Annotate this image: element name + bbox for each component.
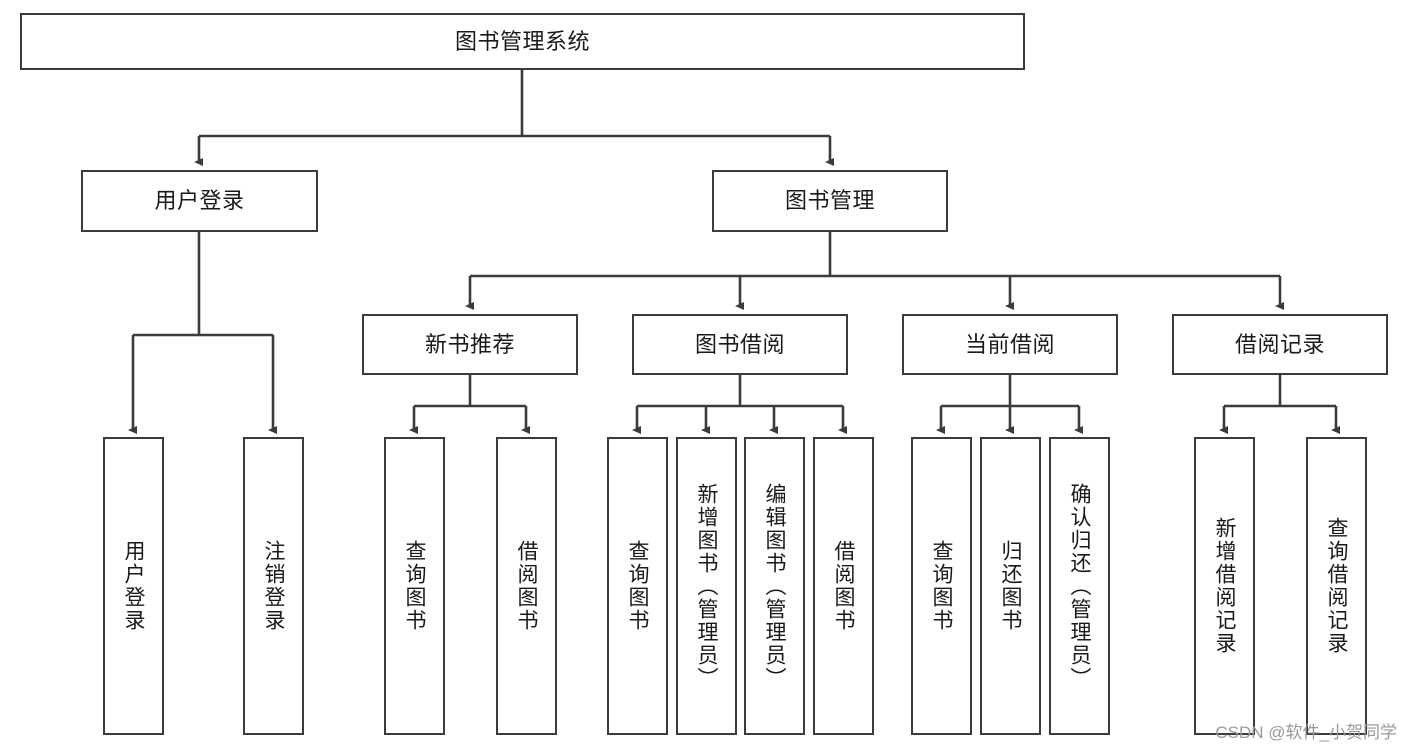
leaf-query-book-borrow[interactable]: 查询图书: [607, 437, 668, 735]
leaf-query-book-current[interactable]: 查询图书: [911, 437, 972, 735]
node-label: 注销登录: [262, 540, 285, 632]
node-label: 查询借阅记录: [1325, 517, 1348, 655]
leaf-add-borrow-record[interactable]: 新增借阅记录: [1194, 437, 1255, 735]
node-borrow-record[interactable]: 借阅记录: [1172, 314, 1388, 375]
node-label: 新书推荐: [424, 331, 515, 357]
node-book-borrow[interactable]: 图书借阅: [632, 314, 848, 375]
node-label: 图书管理系统: [454, 28, 590, 54]
node-label: 确认归还（管理员）: [1068, 482, 1091, 690]
leaf-return-book[interactable]: 归还图书: [980, 437, 1041, 735]
node-label: 新增图书（管理员）: [695, 482, 718, 690]
node-root-book-management-system[interactable]: 图书管理系统: [20, 13, 1025, 70]
leaf-user-login[interactable]: 用户登录: [103, 437, 164, 735]
leaf-add-book-admin[interactable]: 新增图书（管理员）: [676, 437, 737, 735]
leaf-borrow-book[interactable]: 借阅图书: [813, 437, 874, 735]
leaf-confirm-return-admin[interactable]: 确认归还（管理员）: [1049, 437, 1110, 735]
leaf-query-book-recommend[interactable]: 查询图书: [384, 437, 445, 735]
leaf-logout-login[interactable]: 注销登录: [243, 437, 304, 735]
node-label: 编辑图书（管理员）: [763, 482, 786, 690]
node-label: 图书管理: [784, 188, 875, 214]
leaf-edit-book-admin[interactable]: 编辑图书（管理员）: [744, 437, 805, 735]
node-label: 借阅记录: [1234, 331, 1325, 357]
node-book-management[interactable]: 图书管理: [712, 170, 948, 232]
node-label: 借阅图书: [515, 540, 538, 632]
node-label: 借阅图书: [832, 540, 855, 632]
node-user-login[interactable]: 用户登录: [81, 170, 318, 232]
node-label: 查询图书: [930, 540, 953, 632]
node-label: 当前借阅: [964, 331, 1055, 357]
node-label: 查询图书: [626, 540, 649, 632]
leaf-borrow-book-recommend[interactable]: 借阅图书: [496, 437, 557, 735]
node-new-book-recommend[interactable]: 新书推荐: [362, 314, 578, 375]
node-label: 新增借阅记录: [1213, 517, 1236, 655]
node-current-borrow[interactable]: 当前借阅: [902, 314, 1118, 375]
node-label: 查询图书: [403, 540, 426, 632]
node-label: 归还图书: [999, 540, 1022, 632]
node-label: 用户登录: [154, 188, 245, 214]
node-label: 图书借阅: [694, 331, 785, 357]
node-label: 用户登录: [122, 540, 145, 632]
leaf-query-borrow-record[interactable]: 查询借阅记录: [1306, 437, 1367, 735]
watermark-text: CSDN @软件_小贺同学: [1215, 723, 1397, 742]
